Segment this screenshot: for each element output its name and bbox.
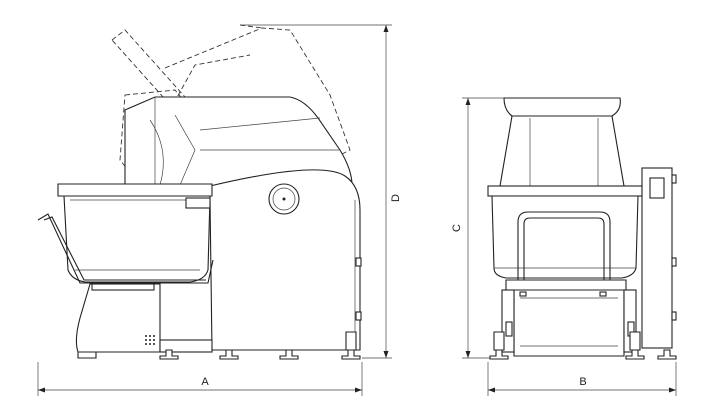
dimension-label-a: A bbox=[201, 376, 209, 388]
machine-body bbox=[209, 169, 362, 351]
base-pedestal bbox=[75, 283, 213, 359]
front-feet bbox=[489, 331, 677, 360]
bowl bbox=[57, 183, 213, 283]
side-view bbox=[37, 24, 362, 360]
front-base bbox=[501, 279, 637, 357]
dimension-lines bbox=[37, 24, 677, 396]
dimension-label-b: B bbox=[579, 376, 586, 388]
front-bowl bbox=[491, 195, 639, 279]
mixer-head bbox=[124, 96, 353, 187]
front-guard bbox=[517, 211, 611, 282]
safety-guard bbox=[37, 213, 214, 284]
front-bowl-rim bbox=[487, 185, 643, 197]
dimension-label-c: C bbox=[451, 224, 463, 232]
front-control-box bbox=[641, 167, 677, 349]
side-feet bbox=[159, 331, 361, 360]
dimension-label-d: D bbox=[390, 194, 402, 202]
front-head bbox=[503, 97, 621, 117]
front-view bbox=[487, 97, 677, 360]
